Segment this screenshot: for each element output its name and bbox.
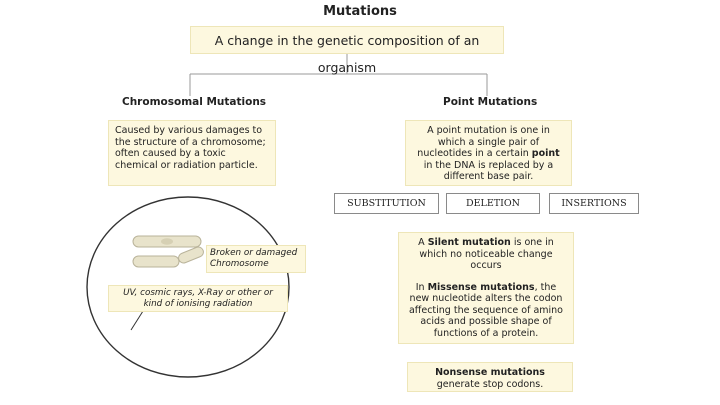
nonsense-box: Nonsense mutations generate stop codons. (407, 362, 573, 392)
chromosomal-description-box: Caused by various damages to the structu… (108, 120, 276, 186)
broken-chromosome-label: Broken or damaged Chromosome (206, 245, 306, 273)
silent-missense-box: A Silent mutation is one in which no not… (398, 232, 574, 344)
substitution-box: SUBSTITUTION (334, 193, 439, 214)
point-mutations-heading: Point Mutations (443, 96, 538, 108)
missense-term: Missense mutations (427, 281, 535, 293)
silent-prefix: A (418, 237, 428, 248)
missense-prefix: In (415, 281, 428, 293)
silent-term: Silent mutation (427, 237, 511, 248)
point-description-part-2: in the DNA is replaced by a different ba… (423, 159, 554, 183)
chromosomal-mutations-heading: Chromosomal Mutations (122, 96, 267, 108)
insertions-box: INSERTIONS (549, 193, 639, 214)
diagram-title: Mutations (323, 4, 397, 19)
missense-mutation-text: In Missense mutations, the new nucleotid… (405, 282, 567, 340)
nonsense-term: Nonsense mutations (435, 367, 545, 378)
broken-label-line-1: Broken or damaged (210, 248, 298, 258)
root-definition-box: A change in the genetic composition of a… (190, 26, 504, 75)
point-description-part-1: A point mutation is one in which a singl… (417, 125, 550, 159)
broken-chromosome-icon (132, 246, 204, 268)
nonsense-rest: generate stop codons. (436, 378, 544, 390)
nonsense-mutation-text: Nonsense mutations generate stop codons. (413, 367, 567, 390)
point-description-box: A point mutation is one in which a singl… (405, 120, 572, 186)
point-description-bold: point (531, 148, 560, 159)
broken-label-line-2: Chromosome (210, 259, 269, 269)
radiation-label-line-1: UV, cosmic rays, X-Ray or other or (123, 288, 273, 298)
deletion-box: DELETION (446, 193, 540, 214)
silent-mutation-text: A Silent mutation is one in which no not… (405, 237, 567, 272)
radiation-label-line-2: kind of ionising radiation (143, 299, 253, 309)
intact-chromosome-icon (132, 235, 202, 248)
radiation-label: UV, cosmic rays, X-Ray or other or kind … (108, 285, 288, 312)
illustration-circle (86, 196, 290, 378)
silent-rest: is one in which no noticeable change occ… (419, 237, 554, 271)
missense-rest: , the new nucleotide alters the codon af… (408, 281, 563, 339)
